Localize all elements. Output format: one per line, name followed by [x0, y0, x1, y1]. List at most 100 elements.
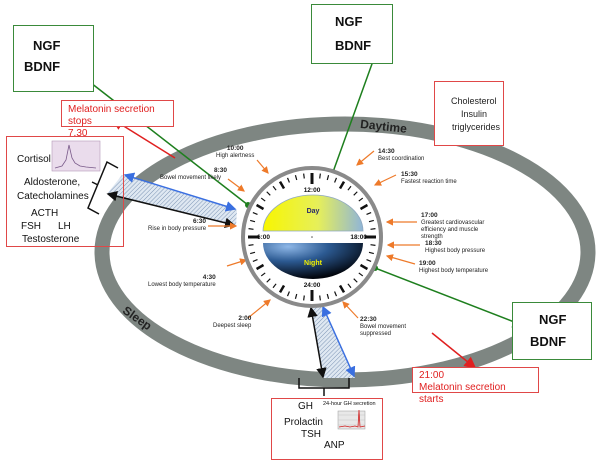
daytime-label: Daytime — [360, 117, 408, 136]
clock-tick — [368, 219, 374, 223]
clock-tick — [252, 211, 258, 215]
anp-label: ANP — [324, 440, 345, 451]
clock-tick — [334, 291, 338, 297]
annotation-text: Best coordination — [378, 156, 425, 162]
annotation-time: 19:00 — [419, 260, 436, 267]
annotation-time: 22:30 — [360, 316, 377, 323]
clock-tick — [370, 244, 376, 246]
melatonin-start-time: 21:00 — [419, 370, 445, 381]
evening-neurotrophin-box: NGF BDNF — [512, 302, 592, 360]
annotation-time: 6:30 — [193, 218, 207, 225]
melatonin-start-box: 21:00 Melatonin secretion starts — [412, 367, 539, 405]
clock-tick — [338, 180, 346, 190]
annotation-text: Fastest reaction time — [401, 179, 457, 185]
clock-tick — [252, 259, 258, 263]
cortisol-chart — [51, 140, 101, 172]
bdnf-label: BDNF — [24, 59, 61, 74]
day-half — [262, 194, 364, 232]
hour-18: 18:00 — [350, 234, 367, 241]
melatonin-stop-text: Melatonin secretion stops — [68, 104, 155, 127]
night-hormones-box: GH 24-hour GH secretion Prolactin TSH AN… — [271, 398, 383, 460]
clock-tick — [326, 293, 330, 299]
annotation-time: 17:00 — [421, 212, 438, 219]
clock-tick — [248, 244, 254, 246]
clock-tick — [255, 263, 265, 271]
clock-tick — [370, 228, 376, 230]
clock-tick — [286, 177, 290, 183]
annotation-text: Rise in body pressure — [148, 226, 207, 232]
melatonin-stop-box: Melatonin secretion stops 7.30 — [61, 100, 174, 139]
annotation-text: Lowest body temperature — [148, 282, 216, 288]
hour-12: 12:00 — [304, 187, 321, 194]
hour-6: 6:00 — [257, 234, 270, 241]
gh-label: GH — [298, 401, 313, 412]
cortisol-label: Cortisol — [17, 154, 51, 165]
annotation-text: High alertness — [216, 153, 255, 159]
annotation-time: 2:00 — [238, 315, 252, 322]
clock-tick — [358, 272, 364, 277]
morning-neurotrophin-box: NGF BDNF — [13, 25, 94, 92]
noon-neurotrophin-box: NGF BDNF — [311, 4, 393, 64]
annotation-time: 15:30 — [401, 171, 418, 178]
day-night-ring — [94, 116, 596, 388]
black-arrow-morning — [106, 191, 236, 228]
orange-arrows — [208, 150, 420, 319]
clock-tick — [368, 251, 374, 255]
clock-tick — [286, 291, 290, 297]
clock-center — [311, 236, 313, 238]
clock-tick — [266, 278, 271, 283]
ngf-label: NGF — [539, 312, 567, 327]
gh-secretion-chart — [337, 409, 366, 430]
clock-tick — [326, 175, 330, 181]
clock-tick — [255, 203, 265, 211]
fsh-label: FSH — [21, 221, 41, 232]
annotation-time: 10:00 — [226, 145, 244, 152]
lh-label: LH — [58, 221, 71, 232]
night-hormone-wedge — [311, 305, 355, 378]
clock-tick — [272, 185, 277, 191]
clock-tick — [319, 173, 321, 179]
clock-tick — [248, 228, 254, 230]
tsh-label: TSH — [301, 429, 321, 440]
clock-ticks — [248, 173, 376, 301]
ngf-label: NGF — [335, 14, 363, 29]
clock-tick — [358, 197, 364, 202]
black-arrow-night — [307, 306, 327, 379]
clock-tick — [266, 191, 271, 196]
clock-tick — [278, 284, 286, 294]
acth-label: ACTH — [31, 208, 59, 219]
ngf-label: NGF — [33, 38, 61, 53]
melatonin-start-text: Melatonin secretion starts — [419, 382, 506, 405]
aldosterone-label: Aldosterone, — [24, 177, 81, 188]
clock-tick — [278, 180, 286, 190]
gh-chart-title: 24-hour GH secretion — [323, 401, 376, 407]
annotation-text: Highest body pressure — [425, 248, 486, 254]
blue-arrow-night — [321, 305, 356, 378]
clock-tick — [353, 191, 358, 196]
day-label: Day — [307, 208, 320, 215]
clock-tick — [260, 272, 266, 277]
clock-tick — [353, 278, 358, 283]
clock-tick — [303, 173, 305, 179]
clock-tick — [250, 219, 256, 223]
annotation-time: 18:30 — [425, 240, 442, 247]
cholesterol-label: Cholesterol — [451, 96, 497, 106]
clock-tick — [303, 295, 305, 301]
annotation-time: 14:30 — [378, 148, 395, 155]
clock-tick — [260, 197, 266, 202]
annotation-text: Deepest sleep — [213, 323, 252, 329]
morning-bracket — [87, 160, 119, 215]
clock-tick — [366, 211, 372, 215]
annotation-time: 8:30 — [214, 167, 228, 174]
prolactin-label: Prolactin — [284, 417, 323, 428]
hour-24: 24:00 — [304, 282, 321, 289]
insulin-label: Insulin — [461, 109, 488, 119]
